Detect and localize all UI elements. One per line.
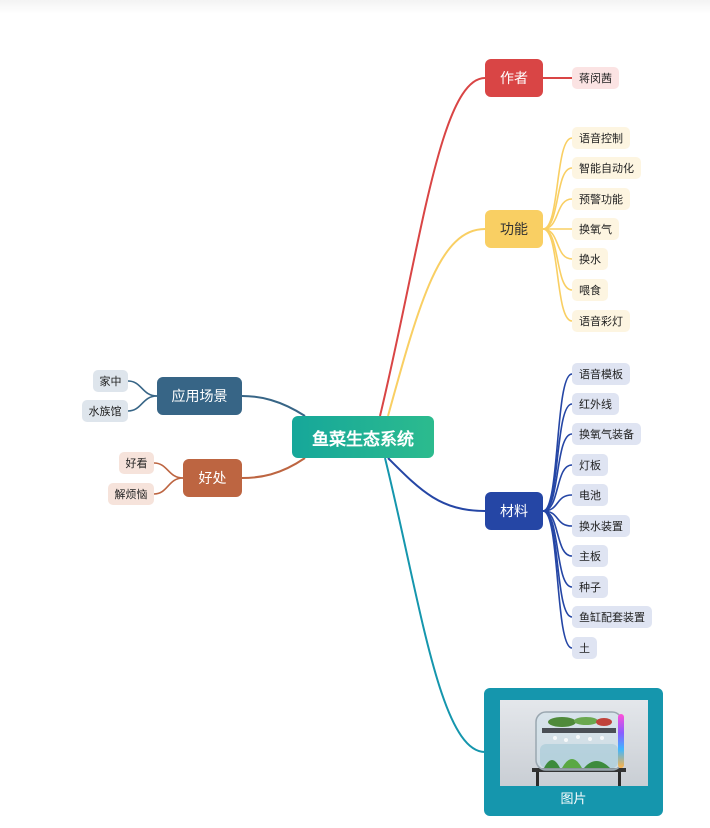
leaf-scene-1[interactable]: 水族馆 (82, 400, 128, 422)
branch-scene[interactable]: 应用场景 (157, 377, 242, 415)
link-root-image (384, 457, 486, 753)
link-root-function (387, 228, 486, 417)
material-links (542, 373, 573, 649)
leaf-material-9[interactable]: 土 (572, 637, 597, 659)
branch-material[interactable]: 材料 (485, 492, 543, 530)
aquarium-illustration (500, 700, 648, 786)
leaf-function-5[interactable]: 喂食 (572, 279, 608, 301)
top-bar (0, 0, 710, 14)
branch-image[interactable]: 图片 (484, 688, 663, 816)
aquarium-image (500, 700, 648, 786)
leaf-benefit-0[interactable]: 好看 (119, 452, 154, 474)
leaf-benefit-1[interactable]: 解烦恼 (108, 483, 154, 505)
leaf-material-2[interactable]: 换氧气装备 (572, 423, 641, 445)
function-links (542, 137, 573, 322)
branch-author[interactable]: 作者 (485, 59, 543, 97)
branch-function[interactable]: 功能 (485, 210, 543, 248)
link-root-material (387, 457, 486, 512)
leaf-function-3[interactable]: 换氧气 (572, 218, 619, 240)
leaf-material-0[interactable]: 语音模板 (572, 363, 630, 385)
leaf-material-4[interactable]: 电池 (572, 484, 608, 506)
leaf-function-2[interactable]: 预警功能 (572, 188, 630, 210)
leaf-function-4[interactable]: 换水 (572, 248, 608, 270)
leaf-material-6[interactable]: 主板 (572, 545, 608, 567)
leaf-author-0[interactable]: 蒋闵茜 (572, 67, 619, 89)
leaf-function-1[interactable]: 智能自动化 (572, 157, 641, 179)
leaf-material-8[interactable]: 鱼缸配套装置 (572, 606, 652, 628)
leaf-material-3[interactable]: 灯板 (572, 454, 608, 476)
leaf-material-1[interactable]: 红外线 (572, 393, 619, 415)
leaf-function-6[interactable]: 语音彩灯 (572, 310, 630, 332)
leaf-material-5[interactable]: 换水装置 (572, 515, 630, 537)
image-label: 图片 (560, 791, 587, 806)
link-root-benefit (241, 457, 306, 479)
scene-links (127, 380, 158, 412)
link-root-author (379, 77, 486, 417)
leaf-scene-0[interactable]: 家中 (93, 370, 128, 392)
leaf-material-7[interactable]: 种子 (572, 576, 608, 598)
benefit-links (153, 462, 184, 495)
branch-benefit[interactable]: 好处 (183, 459, 242, 497)
leaf-function-0[interactable]: 语音控制 (572, 127, 630, 149)
link-root-scene (241, 395, 306, 417)
root-node[interactable]: 鱼菜生态系统 (292, 416, 434, 458)
